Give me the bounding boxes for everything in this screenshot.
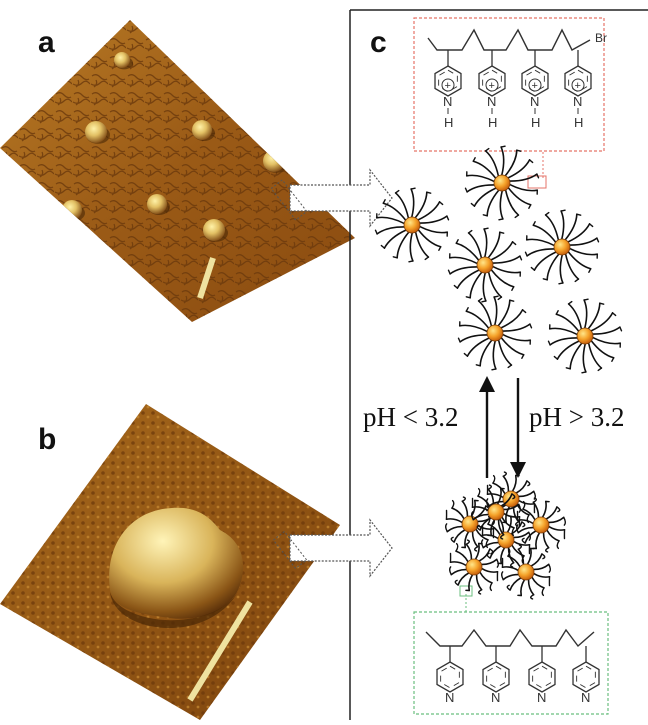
micelle-core xyxy=(497,531,515,549)
positive-charge-label: + xyxy=(575,80,581,92)
nitrogen-label: N xyxy=(443,94,452,109)
panel-label-c: c xyxy=(370,26,387,59)
hydrogen-label: H xyxy=(574,115,583,130)
zoom-marker-b xyxy=(272,530,308,570)
nitrogen-label: N xyxy=(445,690,454,705)
protonated-polymer-box: Br N+HN+HN+HN+H xyxy=(413,17,607,152)
star-micelle xyxy=(447,227,523,303)
polymer-backbone-top xyxy=(427,28,591,51)
micelle-core xyxy=(532,516,550,534)
star-micelle xyxy=(500,544,552,600)
afm-particle xyxy=(192,120,212,140)
pyridinium-ring: N + H xyxy=(478,50,506,130)
panel-c-frame xyxy=(349,9,648,720)
ph-low-label: pH < 3.2 xyxy=(363,402,459,432)
micelle-core xyxy=(465,558,483,576)
pyridinium-ring: N + H xyxy=(564,50,592,130)
pyridine-ring: N xyxy=(436,646,464,705)
polymer-backbone-bottom xyxy=(425,628,595,648)
nitrogen-label: N xyxy=(487,94,496,109)
micelle-aggregate xyxy=(444,471,567,600)
panel-label-b: b xyxy=(38,423,57,456)
afm-particle xyxy=(203,219,225,241)
micelle-core xyxy=(487,503,505,521)
zoom-marker-a xyxy=(270,179,308,221)
arrow-down-ph-high xyxy=(510,378,526,478)
bromine-label: Br xyxy=(595,31,607,45)
star-micelle xyxy=(470,484,522,540)
afm-particle xyxy=(147,194,167,214)
highlight-bottom-box xyxy=(459,585,473,597)
scale-bar-b xyxy=(187,600,253,702)
pyridinium-ring: N + H xyxy=(434,50,462,130)
afm-b-aggregate-shadow xyxy=(110,580,242,628)
afm-particle xyxy=(62,200,82,220)
afm-particle xyxy=(114,52,130,68)
afm-a-texture xyxy=(0,20,355,322)
micelle-core xyxy=(476,256,494,274)
star-micelle xyxy=(457,295,533,371)
afm-b-aggregate xyxy=(109,507,244,619)
hydrogen-label: H xyxy=(444,115,453,130)
pyridine-ring: N xyxy=(482,646,510,705)
micelle-core xyxy=(517,563,535,581)
nitrogen-label: N xyxy=(573,94,582,109)
pyridinium-rings: N+HN+HN+HN+H xyxy=(434,50,592,130)
star-micelle xyxy=(464,145,540,221)
hollow-arrow-a xyxy=(289,168,393,228)
nitrogen-label: N xyxy=(491,690,500,705)
afm-particle xyxy=(85,121,107,143)
nitrogen-label: N xyxy=(537,690,546,705)
scale-bar-a xyxy=(197,257,216,299)
pyridinium-ring: N + H xyxy=(521,50,549,130)
micelle-core xyxy=(486,324,504,342)
ph-high-label: pH > 3.2 xyxy=(529,402,625,432)
micelle-core xyxy=(576,327,594,345)
hydrogen-label: H xyxy=(531,115,540,130)
afm-image-a xyxy=(0,20,355,322)
panel-label-a: a xyxy=(38,26,55,59)
afm-image-b xyxy=(0,404,340,720)
star-micelle xyxy=(374,187,450,263)
micelle-core xyxy=(502,490,520,508)
positive-charge-label: + xyxy=(532,80,538,92)
hydrogen-label: H xyxy=(488,115,497,130)
star-micelle xyxy=(448,539,500,595)
nitrogen-label: N xyxy=(581,690,590,705)
nitrogen-label: N xyxy=(530,94,539,109)
pyridine-ring: N xyxy=(572,646,600,705)
afm-particle xyxy=(263,150,285,172)
micelle-core xyxy=(493,174,511,192)
star-micelle xyxy=(547,298,623,374)
positive-charge-label: + xyxy=(445,80,451,92)
arrow-up-ph-low xyxy=(479,376,495,478)
pyridine-ring: N xyxy=(528,646,556,705)
micelle-core xyxy=(553,238,571,256)
hollow-arrow-b xyxy=(289,518,393,578)
star-micelles-dispersed xyxy=(374,145,623,374)
star-micelle xyxy=(515,497,567,553)
star-micelle xyxy=(524,209,600,285)
micelle-core xyxy=(403,216,421,234)
positive-charge-label: + xyxy=(489,80,495,92)
